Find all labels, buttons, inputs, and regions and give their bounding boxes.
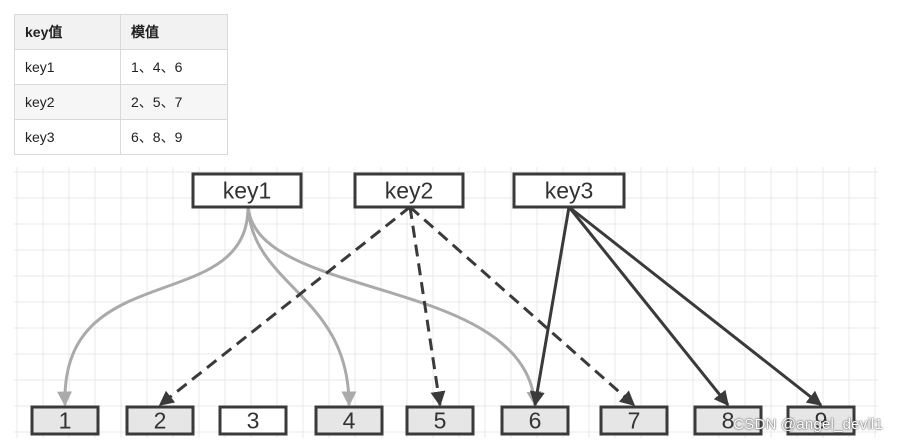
cell-mods: 1、4、6 [120, 49, 228, 85]
cell-key: key2 [14, 84, 121, 120]
value-node-3: 3 [218, 405, 288, 436]
value-node-label: 6 [529, 408, 542, 434]
header-key: key值 [14, 14, 121, 50]
key-node-key3: key3 [512, 172, 626, 209]
key-node-box [353, 172, 465, 209]
value-node-box [314, 405, 384, 436]
key-mapping-diagram: key1 key2 key3 1 2 3 4 5 6 7 8 9 [14, 167, 878, 438]
table-row: key2 2、5、7 [14, 84, 228, 120]
value-node-8: 8 [693, 405, 763, 436]
header-mod: 模值 [120, 14, 228, 50]
value-node-1: 1 [30, 405, 100, 436]
value-node-box [599, 405, 669, 436]
value-node-6: 6 [500, 405, 570, 436]
value-node-7: 7 [599, 405, 669, 436]
edge-key1-to-1 [57, 206, 250, 407]
key-mod-table: key值 模值 key1 1、4、6 key2 2、5、7 key3 6、8、9 [14, 14, 228, 155]
edge-key2-to-5 [408, 206, 446, 407]
value-node-2: 2 [125, 405, 195, 436]
key-node-box [512, 172, 626, 209]
value-nodes: 1 2 3 4 5 6 7 8 9 [30, 405, 856, 436]
key-node-key1: key1 [191, 172, 303, 209]
edges [57, 205, 823, 407]
value-node-box [125, 405, 195, 436]
value-node-box [30, 405, 100, 436]
cell-key: key1 [14, 49, 121, 85]
key-node-label: key3 [545, 178, 594, 204]
value-node-label: 3 [247, 408, 260, 434]
cell-mods: 2、5、7 [120, 84, 228, 120]
value-node-4: 4 [314, 405, 384, 436]
edge-key2-to-2 [158, 205, 411, 407]
key-node-label: key2 [385, 178, 434, 204]
watermark: CSDN @angel_devil1 [733, 416, 883, 433]
table-header-row: key值 模值 [14, 14, 228, 50]
key-node-box [191, 172, 303, 209]
edge-key2-to-7 [409, 205, 636, 407]
value-node-label: 8 [722, 408, 735, 434]
value-node-box [218, 405, 288, 436]
value-node-5: 5 [405, 405, 475, 436]
cell-mods: 6、8、9 [120, 119, 228, 155]
value-node-label: 9 [815, 408, 828, 434]
table-row: key1 1、4、6 [14, 49, 228, 85]
value-node-label: 5 [434, 408, 447, 434]
key-node-key2: key2 [353, 172, 465, 209]
value-node-box [693, 405, 763, 436]
value-node-9: 9 [786, 405, 856, 436]
value-node-label: 4 [343, 408, 356, 434]
cell-key: key3 [14, 119, 121, 155]
value-node-box [786, 405, 856, 436]
value-node-label: 2 [154, 408, 167, 434]
value-node-box [500, 405, 570, 436]
table-row: key3 6、8、9 [14, 119, 228, 155]
edge-key3-to-8 [567, 206, 730, 407]
edge-key1-to-6 [246, 206, 542, 407]
key-node-label: key1 [223, 178, 272, 204]
edge-key3-to-6 [529, 206, 571, 407]
key-nodes: key1 key2 key3 [191, 172, 626, 209]
edge-key3-to-9 [568, 205, 823, 407]
value-node-label: 7 [628, 408, 641, 434]
value-node-box [405, 405, 475, 436]
value-node-label: 1 [59, 408, 72, 434]
